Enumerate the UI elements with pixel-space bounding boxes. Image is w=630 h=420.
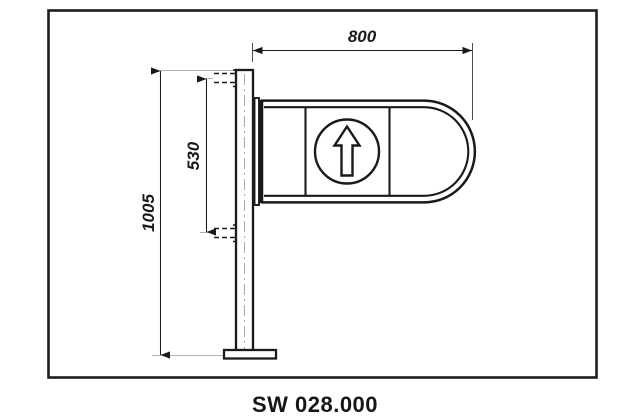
- leader-lines-upper: [214, 69, 238, 88]
- post: [234, 68, 255, 355]
- drawing-frame: [47, 9, 598, 379]
- arm-inner-outline: [264, 106, 470, 197]
- dimension-label-800: 800: [348, 27, 377, 46]
- drawing-title: SW 028.000: [252, 392, 378, 417]
- dimension-1005: 1005: [139, 67, 236, 359]
- up-arrow-icon: [332, 124, 362, 177]
- direction-pictogram: [313, 118, 381, 185]
- dimension-label-530: 530: [184, 141, 203, 170]
- dimension-530: 530: [184, 75, 216, 236]
- base-plate: [222, 348, 278, 360]
- dimension-label-1005: 1005: [139, 194, 158, 232]
- leader-lines-lower: [214, 224, 238, 243]
- dimension-800: 800: [252, 27, 473, 120]
